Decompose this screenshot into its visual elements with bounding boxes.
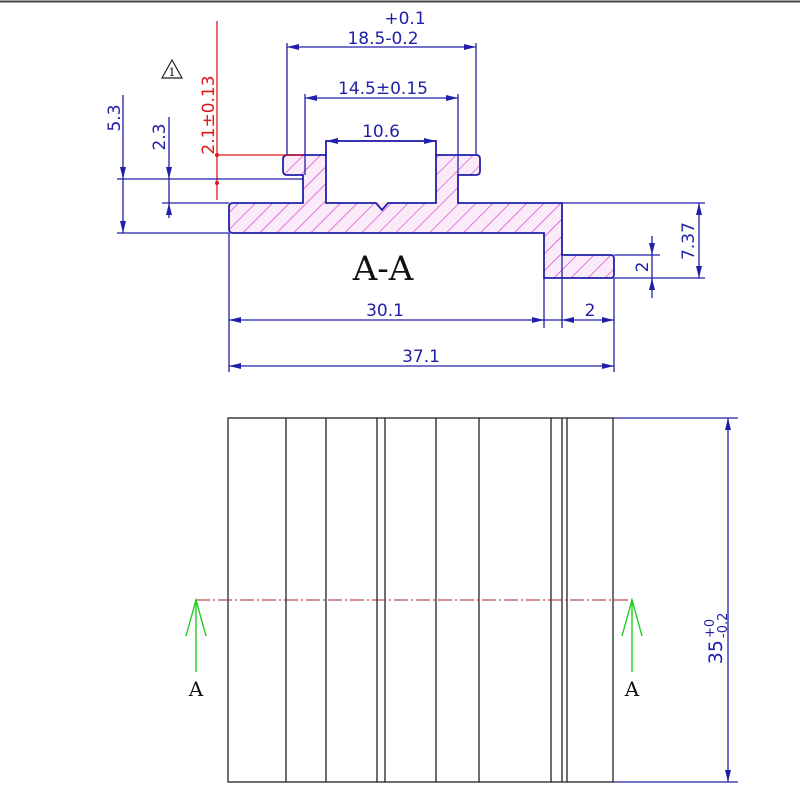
section-marker-right: A — [624, 677, 640, 701]
dim-text-18-tol-plus: +0.1 — [384, 9, 425, 29]
dim-text-2-left: 2.3 — [150, 123, 170, 150]
dim-text-35: 35 — [705, 640, 727, 664]
section-label: A-A — [352, 249, 414, 289]
section-arrow-right-icon — [621, 597, 643, 672]
dim-text-18: 18.5-0.2 — [347, 29, 418, 49]
section-view: 2.1±0.13 1 +0.1 18.5-0.2 14.5±0.15 10.6 — [105, 9, 705, 372]
dim-text-35-tol-minus: -0.2 — [716, 613, 731, 638]
dim-text-30: 30.1 — [366, 301, 404, 321]
dim-text-10: 10.6 — [362, 122, 400, 142]
dim-text-2-right: 2 — [633, 262, 653, 273]
dim-text-35-tol-plus: +0 — [703, 619, 718, 638]
red-dim-dot-bottom — [215, 181, 219, 185]
revision-triangle-icon: 1 — [160, 58, 184, 79]
dim-text-7: 7.37 — [679, 222, 699, 260]
plan-view: A A 35 +0 -0.2 — [185, 417, 738, 783]
dim-text-5: 5.3 — [105, 104, 125, 131]
section-arrow-left-icon — [185, 597, 207, 672]
dim-text-2-bottom: 2 — [585, 301, 596, 321]
red-dim-dot-top — [215, 153, 219, 157]
slot-interior — [327, 142, 435, 202]
dim-text-35-group: 35 +0 -0.2 — [703, 613, 731, 665]
red-dim-text: 2.1±0.13 — [199, 75, 219, 154]
slot-walls — [325, 155, 437, 212]
section-marker-left: A — [188, 677, 204, 701]
dim-text-14: 14.5±0.15 — [338, 79, 428, 99]
dim-text-37: 37.1 — [402, 347, 440, 367]
svg-text:1: 1 — [169, 66, 176, 79]
